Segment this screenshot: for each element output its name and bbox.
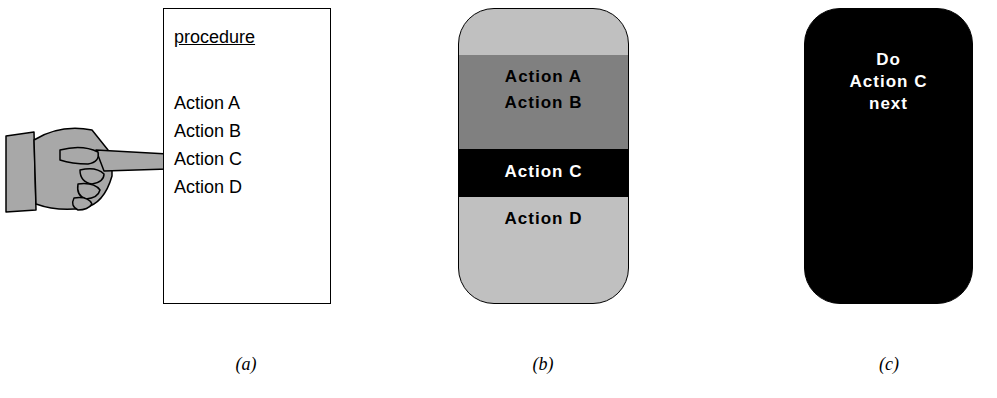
panel-label: (c) bbox=[879, 354, 899, 375]
state-panel: Action D Action A Action B Action C bbox=[458, 8, 629, 304]
action-text: Action C bbox=[505, 162, 583, 182]
procedure-sheet: procedureAction A Action B Action C Action … bbox=[163, 8, 331, 304]
action-text: Action B bbox=[174, 121, 241, 142]
hand-fist bbox=[34, 128, 112, 209]
action-text: Action B bbox=[505, 93, 583, 113]
hand-knuckle bbox=[80, 169, 104, 184]
hand-knuckle bbox=[73, 198, 92, 210]
action-text: Action D bbox=[505, 209, 583, 229]
action-text: Action A bbox=[505, 67, 582, 87]
done-band: Action A Action B bbox=[459, 55, 628, 149]
action-text: Action D bbox=[174, 177, 242, 198]
action-text: Do Action C next bbox=[849, 49, 929, 115]
hand-cuff bbox=[6, 132, 36, 212]
panel-label: (a) bbox=[236, 354, 257, 375]
next-step-display: Do Action C next bbox=[804, 8, 973, 304]
procedure-heading: procedure bbox=[174, 27, 255, 48]
action-text: Action A bbox=[174, 93, 240, 114]
panel-label: (b) bbox=[533, 354, 554, 375]
hand-knuckle bbox=[78, 184, 100, 199]
hand-thumb bbox=[60, 147, 98, 164]
current-band: Action C bbox=[459, 149, 628, 197]
action-text: Action C bbox=[174, 149, 242, 170]
